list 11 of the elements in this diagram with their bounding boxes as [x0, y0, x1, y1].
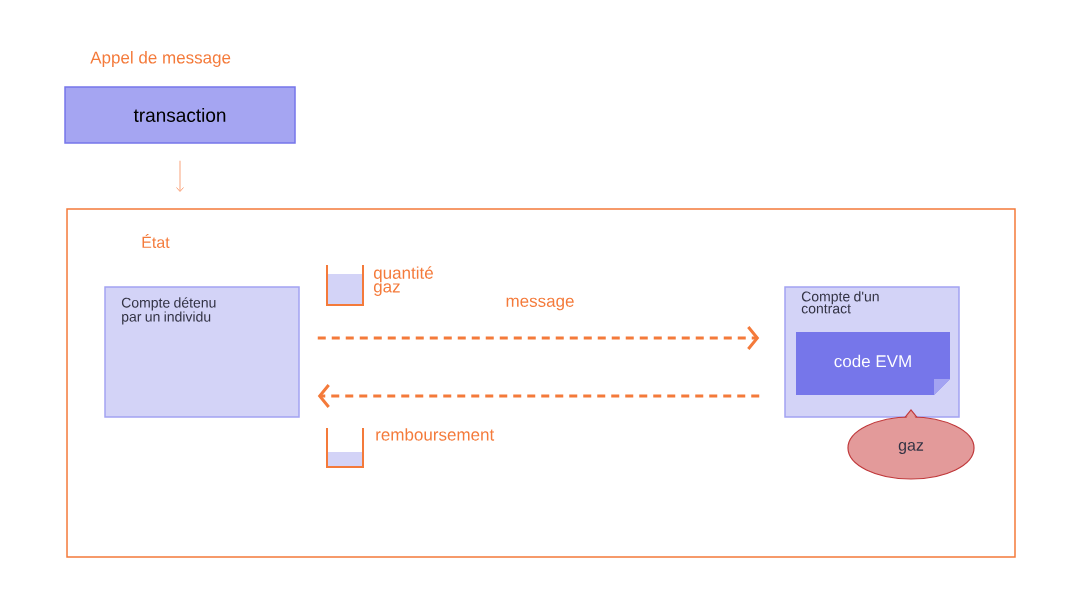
process-box: transaction [64, 86, 296, 144]
code-note: code EVM [796, 332, 950, 395]
heading: Appel de message [90, 51, 231, 67]
account-box: Compte détenu par un individu [104, 286, 300, 418]
note-text: remboursement [376, 428, 495, 441]
note-text: quantité gaz [373, 266, 433, 296]
arrow [317, 384, 760, 408]
edge-label: message [504, 296, 576, 312]
arrow [317, 326, 760, 350]
arrow [176, 160, 184, 192]
speech-bubble: gaz [847, 409, 975, 480]
